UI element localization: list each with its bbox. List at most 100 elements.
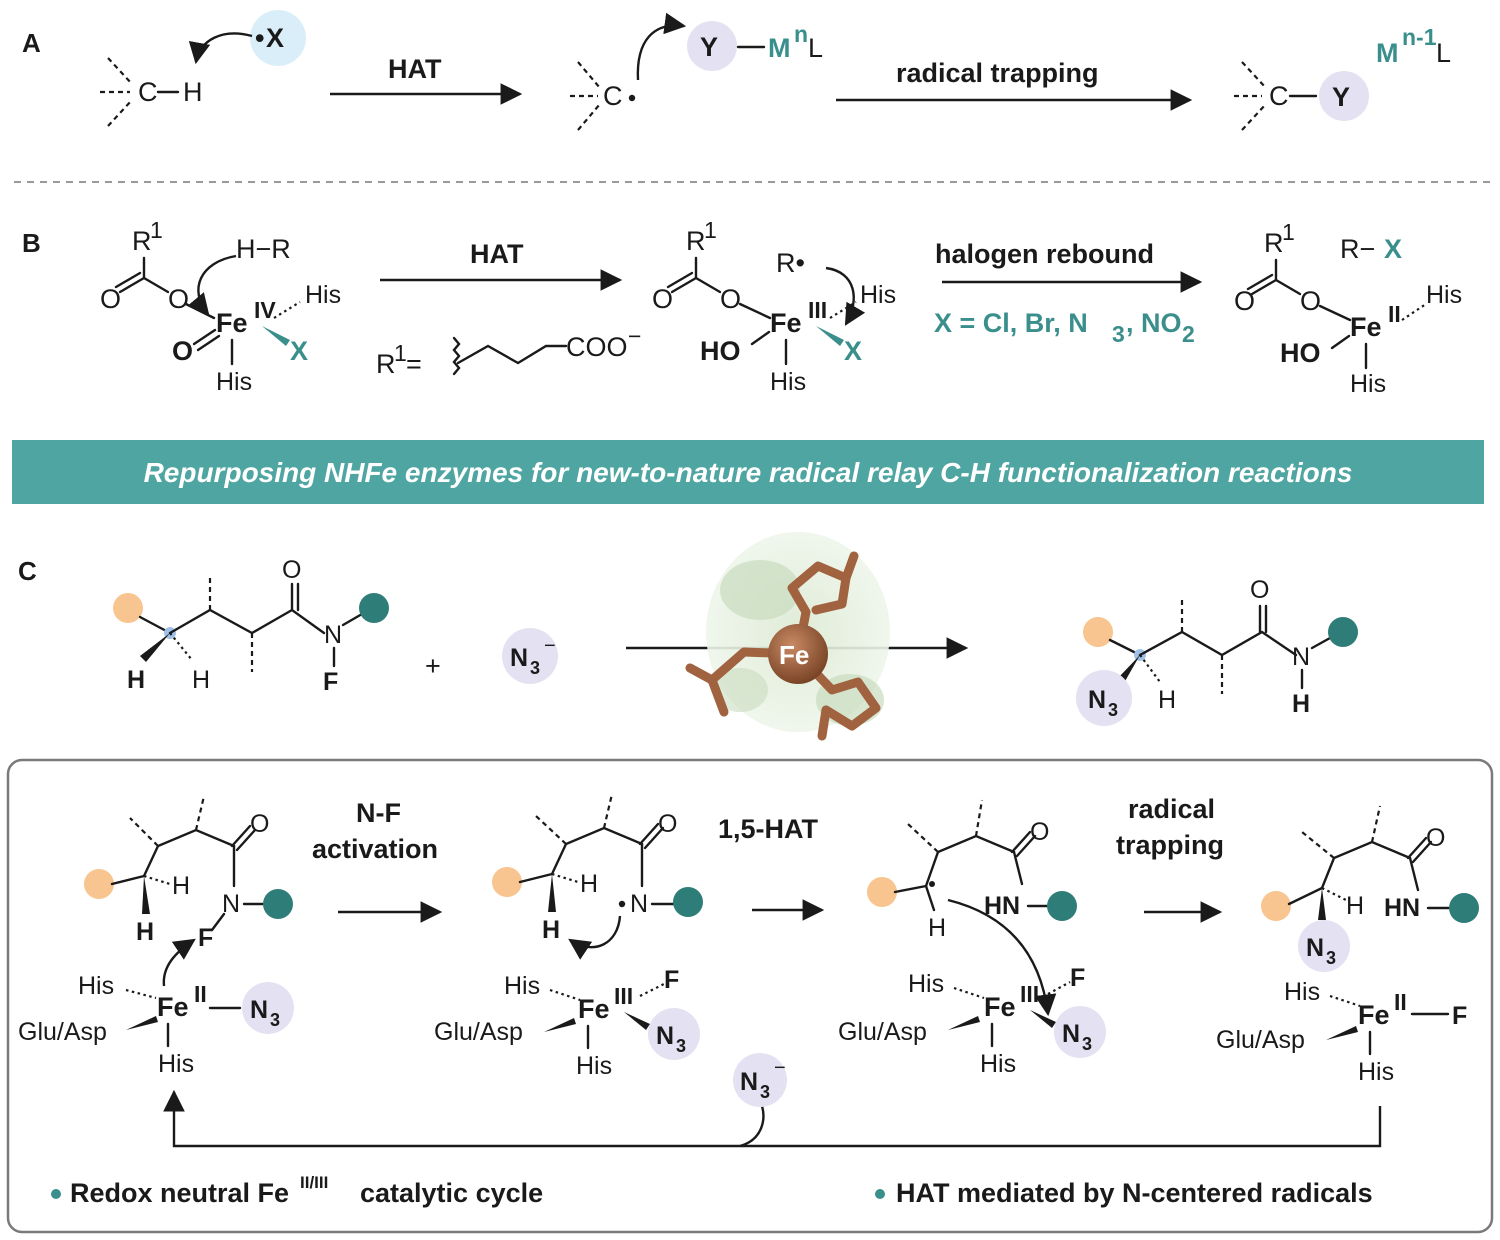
svg-text:F: F [323,668,338,696]
svg-text:Glu/Asp: Glu/Asp [838,1018,927,1046]
svg-text:1: 1 [704,217,717,243]
svg-text:X: X [844,336,862,366]
halogen-rebound-label: halogen rebound [935,239,1154,269]
svg-text:HN: HN [1384,894,1420,922]
note-n-centered-hat: HAT mediated by N-centered radicals [875,1178,1373,1208]
radical-trapping-curved-arrow [947,898,1057,1017]
r1-definition: R 1 = COO − [376,323,641,379]
svg-text:•: • [255,23,264,53]
svg-text:H: H [580,870,598,898]
panel-a-substrate: C H [100,57,203,127]
svg-text:H: H [192,666,210,694]
svg-text:HO: HO [1280,338,1321,368]
svg-text:Fe: Fe [1358,1000,1390,1030]
panel-label-b: B [22,228,41,258]
nf-activation-curved-arrow [162,938,196,987]
svg-text:His: His [908,970,944,998]
svg-text:catalytic cycle: catalytic cycle [360,1178,543,1208]
svg-text:O: O [172,336,193,366]
svg-text:N: N [1088,686,1106,714]
svg-text:N: N [1062,1020,1080,1048]
svg-text:3: 3 [1082,1034,1092,1054]
azido-amide-product: O N H H N 3 [1076,576,1358,726]
svg-text:H: H [183,77,203,107]
svg-text:III: III [1020,981,1039,1007]
radical-trapping-label: radical trapping [896,58,1099,88]
svg-text:II: II [194,981,207,1007]
svg-text:O: O [250,810,269,838]
svg-text:R: R [1264,228,1284,258]
svg-text:HAT mediated by N-centered rad: HAT mediated by N-centered radicals [896,1178,1373,1208]
svg-text:H: H [172,872,190,900]
svg-text:COO: COO [566,332,628,362]
svg-text:His: His [860,281,896,309]
svg-text:X = Cl, Br, N: X = Cl, Br, N [934,308,1088,338]
svg-text:=: = [406,349,422,379]
hat-15-curved-arrow [568,915,622,960]
panel-label-a: A [22,28,41,58]
nhfe-enzyme-graphic: Fe [685,532,890,741]
svg-text:1: 1 [150,217,163,243]
svg-text:His: His [1284,978,1320,1006]
hat-label-a: HAT [388,54,442,84]
svg-text:M: M [768,33,791,63]
catalytic-cycle-box [6,758,1494,1234]
svg-text:H: H [928,914,946,942]
svg-text:3: 3 [1112,321,1125,347]
svg-text:R: R [376,349,396,379]
svg-text:N: N [656,1022,674,1050]
svg-text:C: C [1269,81,1289,111]
svg-text:Fe: Fe [216,308,248,338]
svg-text:His: His [504,972,540,1000]
svg-text:HN: HN [984,892,1020,920]
cycle-stage-4: O HN H N 3 His Fe II F Glu/Asp His [1216,805,1479,1086]
azide-anion: N 3 − [502,628,558,684]
svg-text:F: F [1452,1002,1467,1030]
svg-text:R: R [686,226,706,256]
svg-text:O: O [658,810,677,838]
svg-text:III: III [614,983,633,1009]
svg-text:n-1: n-1 [1402,24,1437,50]
panel-a-radical: C [570,61,636,131]
svg-text:3: 3 [1108,700,1118,720]
nf-activation-label-1: N-F [356,798,401,828]
svg-text:Fe: Fe [770,308,802,338]
panel-label-c: C [18,556,37,586]
svg-text:Fe: Fe [779,640,809,670]
svg-text:Redox neutral Fe: Redox neutral Fe [70,1178,289,1208]
note-redox-neutral: Redox neutral Fe II/III catalytic cycle [51,1173,543,1208]
svg-text:H: H [1346,892,1364,920]
svg-text:O: O [1426,824,1445,852]
svg-text:C: C [603,81,623,111]
svg-text:O: O [720,284,741,314]
svg-text:II: II [1388,301,1401,327]
svg-text:X: X [1384,234,1402,264]
radical-trapping-label-2: trapping [1116,830,1224,860]
svg-text:H: H [136,918,154,946]
trapping-curved-arrow [636,12,687,81]
svg-text:N: N [1306,934,1324,962]
svg-text:Y: Y [1332,82,1350,112]
svg-text:R−: R− [1340,234,1375,264]
cycle-stage-3: O HN H His Fe III F N 3 Glu/Asp His [838,799,1106,1078]
svg-text:His: His [1426,281,1462,309]
hat-label-b: HAT [470,239,524,269]
svg-text:Fe: Fe [157,992,189,1022]
svg-text:His: His [1358,1058,1394,1086]
svg-text:3: 3 [760,1082,770,1102]
svg-text:IV: IV [254,297,276,323]
svg-text:3: 3 [270,1010,280,1030]
svg-text:3: 3 [1326,948,1336,968]
svg-text:L: L [1436,38,1451,68]
svg-text:L: L [808,33,823,63]
svg-text:O: O [1234,286,1255,316]
svg-text:II: II [1394,989,1407,1015]
svg-text:n: n [794,21,808,47]
svg-text:F: F [664,966,679,994]
svg-text:O: O [1300,286,1321,316]
svg-text:N: N [1292,643,1310,671]
svg-text:His: His [576,1052,612,1080]
svg-text:Glu/Asp: Glu/Asp [434,1018,523,1046]
svg-text:1: 1 [1282,219,1295,245]
